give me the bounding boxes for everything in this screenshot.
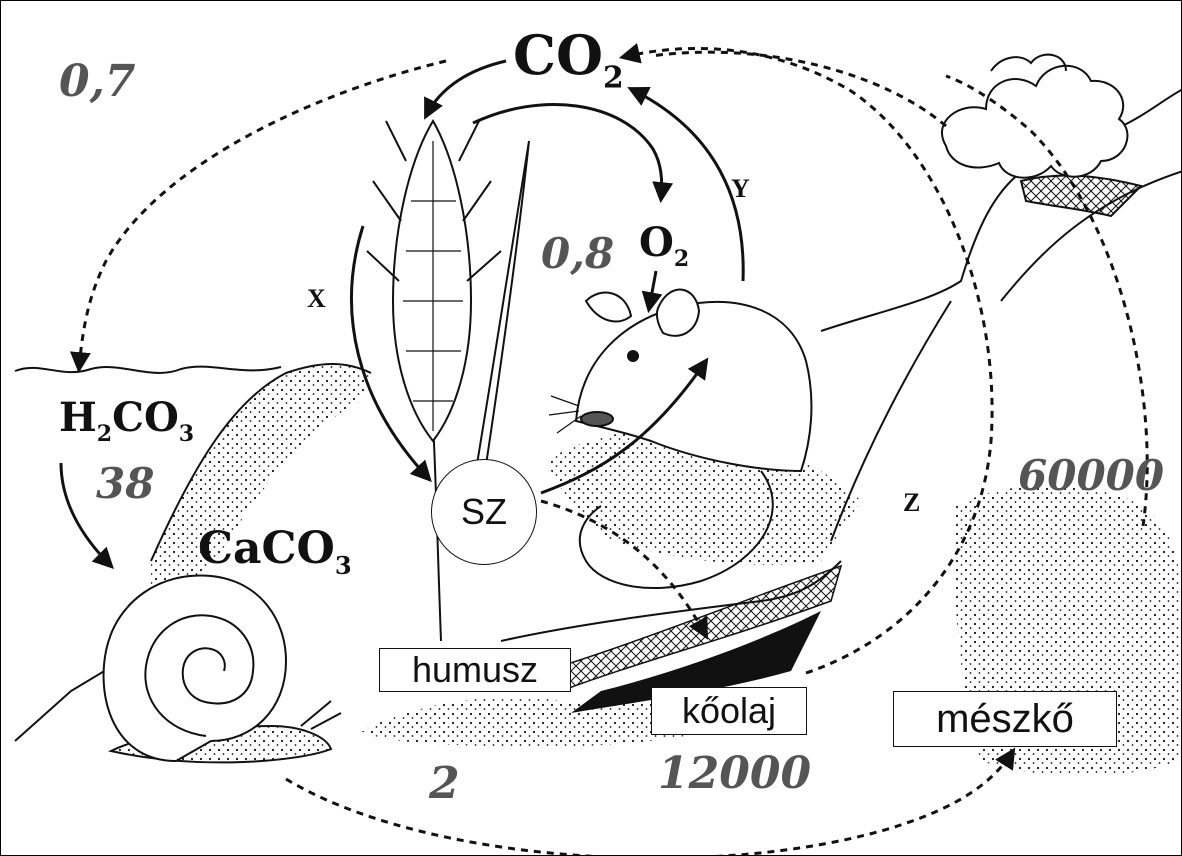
wheat-plant — [367, 121, 529, 641]
wheat-ear — [393, 121, 471, 441]
o2-subscript: 2 — [674, 246, 689, 272]
h2co3-label: H2CO3 — [59, 394, 194, 447]
h2co3-subscript-1: 2 — [97, 421, 112, 447]
sz-node: SZ — [431, 459, 537, 565]
water-surface — [15, 367, 281, 373]
snail — [104, 575, 341, 762]
quantity-atmosphere: 0,7 — [59, 56, 136, 107]
mouse-ear-back — [586, 293, 631, 322]
oil-box: kőolaj — [651, 687, 807, 735]
co2-label: CO2 — [513, 23, 624, 95]
quantity-oil: 12000 — [658, 748, 811, 799]
humus-box: humusz — [379, 648, 571, 692]
co2-main: CO — [513, 23, 603, 87]
limestone-box: mészkő — [893, 691, 1117, 747]
o2-label: O2 — [639, 219, 689, 272]
o2-main: O — [639, 219, 674, 266]
arrow-snail-to-limestone — [286, 751, 1013, 856]
caco3-main: CaCO — [198, 523, 335, 574]
smoke-cloud — [942, 66, 1127, 178]
process-label-y: Y — [731, 174, 750, 204]
mouse-ear-front — [657, 290, 699, 336]
volcano — [942, 55, 1141, 216]
co2-subscript: 2 — [603, 60, 624, 95]
arrow-co2-to-h2co3 — [79, 61, 446, 369]
process-label-x: X — [307, 284, 326, 314]
arrow-co2-to-plant — [426, 61, 506, 116]
caco3-subscript: 3 — [335, 551, 352, 580]
caco3-label: CaCO3 — [198, 523, 352, 580]
quantity-living: 0,8 — [541, 229, 614, 278]
arrow-co2-to-o2 — [473, 104, 662, 199]
snail-tentacles — [301, 701, 341, 729]
arrow-o2-to-mouse — [649, 271, 656, 309]
h2co3-subscript-2: 3 — [179, 421, 194, 447]
h2co3-h: H — [59, 394, 97, 441]
arrow-volcano-to-co2 — [651, 52, 946, 126]
quantity-water: 38 — [96, 459, 154, 508]
quantity-humus: 2 — [429, 758, 460, 809]
process-label-z: Z — [903, 488, 920, 518]
quantity-limestone: 60000 — [1018, 451, 1164, 500]
h2co3-co: CO — [112, 394, 179, 441]
